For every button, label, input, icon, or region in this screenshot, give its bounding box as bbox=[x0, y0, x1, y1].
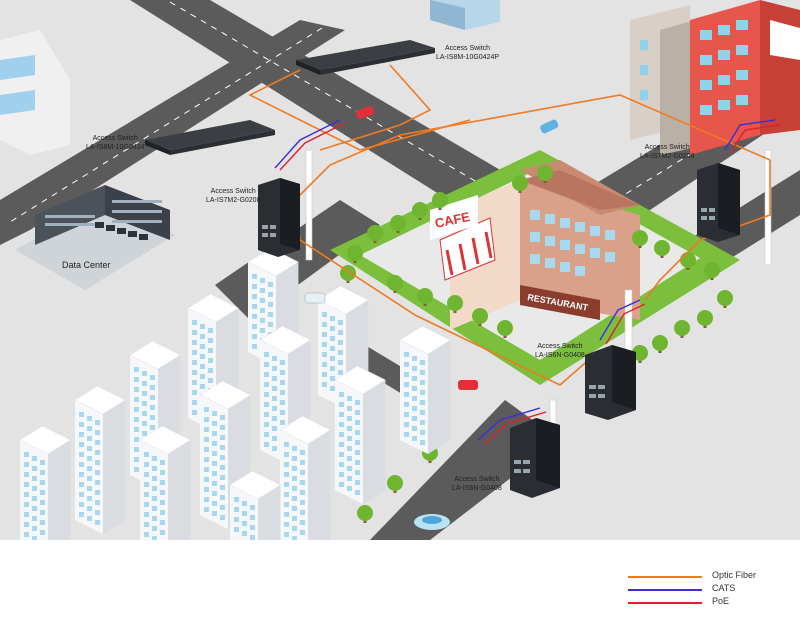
cafe-sign: CAFE bbox=[434, 209, 472, 231]
tree bbox=[717, 290, 733, 308]
tree bbox=[654, 240, 670, 258]
switch-model: LA-IS8M-10G0424 bbox=[86, 144, 145, 151]
tree bbox=[367, 225, 383, 243]
car-red-top bbox=[356, 106, 375, 119]
legend-swatch bbox=[628, 576, 702, 578]
tree bbox=[387, 475, 403, 493]
switch-device-s6 bbox=[510, 418, 560, 498]
switch-title: Access Switch bbox=[454, 476, 500, 483]
switch-label-s5: Access Switch LA-IS6N-G0408 bbox=[535, 342, 585, 360]
tree bbox=[632, 230, 648, 248]
tree bbox=[412, 202, 428, 220]
switch-model: LA-IS8M-10G0424P bbox=[436, 54, 500, 61]
data-center-room bbox=[15, 185, 175, 290]
poe-cables bbox=[279, 122, 781, 445]
switch-device-s1 bbox=[296, 40, 435, 75]
legend-item-poe: PoE bbox=[628, 596, 788, 609]
tree bbox=[674, 320, 690, 338]
switch-device-s3 bbox=[258, 178, 300, 257]
building-topcenter bbox=[430, 0, 500, 30]
tree bbox=[652, 335, 668, 353]
data-center-label: Data Center bbox=[62, 260, 111, 270]
office-tower bbox=[139, 425, 191, 540]
tree bbox=[497, 320, 513, 338]
legend-swatch bbox=[628, 602, 702, 604]
office-tower bbox=[399, 325, 451, 454]
office-tower bbox=[19, 425, 71, 540]
tree bbox=[357, 505, 373, 523]
switch-model: LA-IS6N-G0408 bbox=[535, 352, 585, 359]
city-network-scene: CAFE RESTAURANT bbox=[0, 0, 800, 540]
legend: Optic Fiber CATS PoE bbox=[628, 570, 788, 609]
office-tower bbox=[74, 385, 126, 534]
legend-label: CATS bbox=[712, 583, 736, 593]
optic-fiber-cables bbox=[248, 64, 771, 386]
switch-label-s6: Access Switch LA-IS6N-G0408 bbox=[452, 475, 502, 493]
trees bbox=[340, 165, 733, 523]
legend-label: PoE bbox=[712, 596, 730, 606]
building-topleft bbox=[0, 30, 70, 155]
switch-label-s3: Access Switch LA-IS7M2-G0208 bbox=[206, 187, 260, 205]
buildings-right bbox=[630, 0, 800, 155]
legend-item-cats: CATS bbox=[628, 583, 788, 596]
tree bbox=[537, 165, 553, 183]
fountain bbox=[414, 514, 450, 530]
switch-label-s2: Access Switch LA-IS8M-10G0424 bbox=[86, 134, 144, 152]
switch-title: Access Switch bbox=[210, 188, 256, 195]
car-red-mid bbox=[458, 380, 478, 390]
switch-title: Access Switch bbox=[444, 45, 491, 52]
car-blue bbox=[540, 119, 559, 134]
switch-device-s2 bbox=[145, 120, 275, 155]
tree bbox=[472, 308, 488, 326]
switch-model: LA-IS7M2-G0208 bbox=[640, 153, 695, 160]
car-white bbox=[304, 292, 326, 304]
legend-swatch bbox=[628, 589, 702, 591]
tree bbox=[697, 310, 713, 328]
switch-title: Access Switch bbox=[537, 343, 583, 350]
office-tower bbox=[279, 415, 331, 540]
tree bbox=[417, 288, 433, 306]
switch-title: Access Switch bbox=[644, 144, 690, 151]
tree bbox=[512, 175, 528, 193]
tree bbox=[390, 215, 406, 233]
cars bbox=[304, 106, 559, 390]
cat5-cables bbox=[274, 119, 776, 441]
switch-model: LA-IS7M2-G0208 bbox=[206, 197, 261, 204]
tree bbox=[347, 245, 363, 263]
switch-label-s1: Access Switch LA-IS8M-10G0424P bbox=[436, 44, 499, 62]
tree bbox=[387, 275, 403, 293]
legend-label: Optic Fiber bbox=[712, 570, 757, 580]
switch-label-s4: Access Switch LA-IS7M2-G0208 bbox=[640, 143, 694, 161]
switch-model: LA-IS6N-G0408 bbox=[452, 485, 502, 492]
switch-device-s5 bbox=[585, 345, 636, 420]
tree bbox=[447, 295, 463, 313]
office-tower bbox=[229, 470, 281, 540]
switch-title: Access Switch bbox=[92, 135, 138, 142]
tree bbox=[432, 192, 448, 210]
office-tower bbox=[334, 365, 386, 504]
office-towers bbox=[19, 247, 451, 540]
switch-device-s4 bbox=[697, 163, 740, 242]
legend-item-optic-fiber: Optic Fiber bbox=[628, 570, 788, 583]
tree bbox=[704, 262, 720, 280]
